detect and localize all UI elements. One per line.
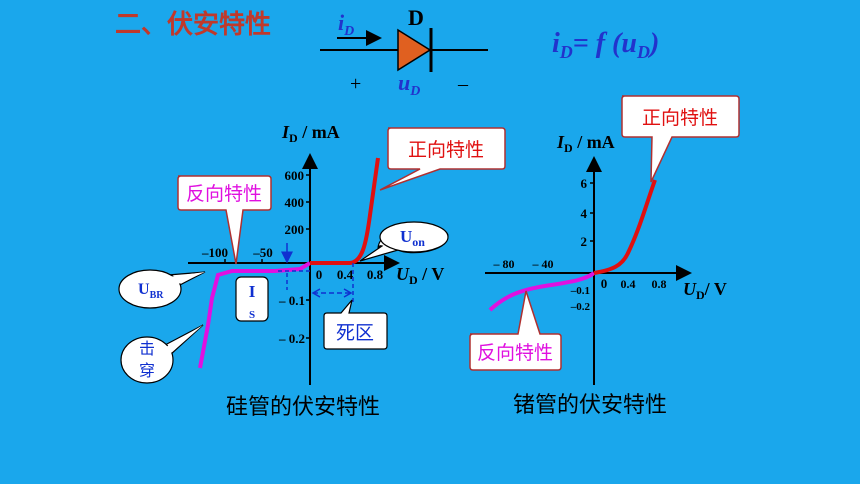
si-y-tick-label: 600 [285, 168, 305, 183]
diode-current-label: iD [338, 10, 354, 39]
si-callout-ubr: UBR [118, 269, 206, 309]
si-dead-zone-arrow-icon [311, 288, 321, 298]
ge-x-axis-label: UD/ V [683, 279, 727, 302]
si-x-tick-label: –50 [252, 245, 273, 260]
ge-x-tick-label: – 80 [493, 257, 515, 271]
ge-y-axis-label: ID / mA [556, 132, 615, 155]
si-x-tick-label: 0.4 [337, 267, 354, 282]
ge-y-tick-label: 6 [581, 176, 588, 191]
ge-reverse-curve [488, 271, 596, 312]
si-x-tick-label: –100 [201, 245, 228, 260]
ge-x-tick-label: – 40 [532, 257, 554, 271]
diode-symbol: iD D + uD – [320, 5, 488, 99]
diode-name-label: D [408, 5, 424, 30]
si-breakdown-label-2: 穿 [139, 361, 155, 380]
ge-caption: 锗管的伏安特性 [513, 393, 667, 418]
formula: iD= f (uD) [552, 28, 659, 62]
si-x-tick-label: 0 [316, 267, 323, 282]
ge-x-tick-label: 0.8 [652, 277, 667, 291]
si-forward-label: 正向特性 [408, 139, 484, 161]
si-y-tick-label: 200 [285, 222, 305, 237]
si-is-box: I S [235, 276, 269, 322]
ge-forward-curve [593, 179, 657, 275]
diode-voltage-label: uD [398, 70, 420, 99]
si-chart: ID / mA UD / V 600 400 200 – 0.1 – 0.2 0… [118, 122, 506, 420]
si-callout-forward: 正向特性 [379, 127, 506, 191]
si-is-label-2: S [249, 309, 255, 321]
si-uon-label: Uon [400, 227, 425, 249]
ge-reverse-label: 反向特性 [477, 342, 553, 364]
si-y-axis-label: ID / mA [281, 122, 340, 145]
si-y-tick-label: 400 [285, 195, 305, 210]
ge-x-tick-label: 0.4 [621, 277, 636, 291]
ge-callout-reverse: 反向特性 [469, 290, 562, 371]
ge-forward-label: 正向特性 [642, 107, 718, 129]
si-is-label-1: I [249, 282, 256, 301]
si-callout-uon: Uon [359, 221, 449, 262]
si-ubr-label: UBR [138, 281, 164, 301]
si-dead-zone-arrow-icon [343, 288, 353, 298]
ge-callout-forward: 正向特性 [621, 95, 740, 183]
si-forward-curve [310, 157, 380, 265]
diode-minus-label: – [457, 73, 469, 95]
si-callout-breakdown: 击 穿 [120, 324, 204, 384]
si-reverse-curve [198, 261, 312, 369]
si-breakdown-label-1: 击 [139, 339, 155, 358]
si-callout-reverse: 反向特性 [177, 175, 272, 265]
ge-y-tick-label: 2 [581, 234, 588, 249]
si-caption: 硅管的伏安特性 [226, 395, 380, 420]
si-dead-zone-label: 死区 [336, 322, 374, 344]
si-reverse-label: 反向特性 [186, 183, 262, 205]
si-x-axis-label: UD / V [396, 264, 444, 287]
si-x-tick-label: 0.8 [367, 267, 384, 282]
ge-chart: ID / mA UD/ V 6 4 2 –0.1 –0.2 0 0.4 0.8 … [469, 95, 740, 418]
si-y-tick-label: – 0.1 [278, 293, 305, 308]
ge-y-tick-label: 4 [581, 206, 588, 221]
si-dead-zone-box: 死区 [323, 299, 388, 350]
ge-x-tick-label: 0 [601, 276, 608, 291]
diode-triangle-icon [397, 28, 432, 72]
si-y-tick-label: – 0.2 [278, 331, 305, 346]
ge-y-tick-label: –0.1 [570, 285, 590, 297]
ge-y-tick-label: –0.2 [570, 301, 591, 313]
section-title: 二、伏安特性 [115, 9, 271, 40]
diode-plus-label: + [350, 73, 361, 95]
